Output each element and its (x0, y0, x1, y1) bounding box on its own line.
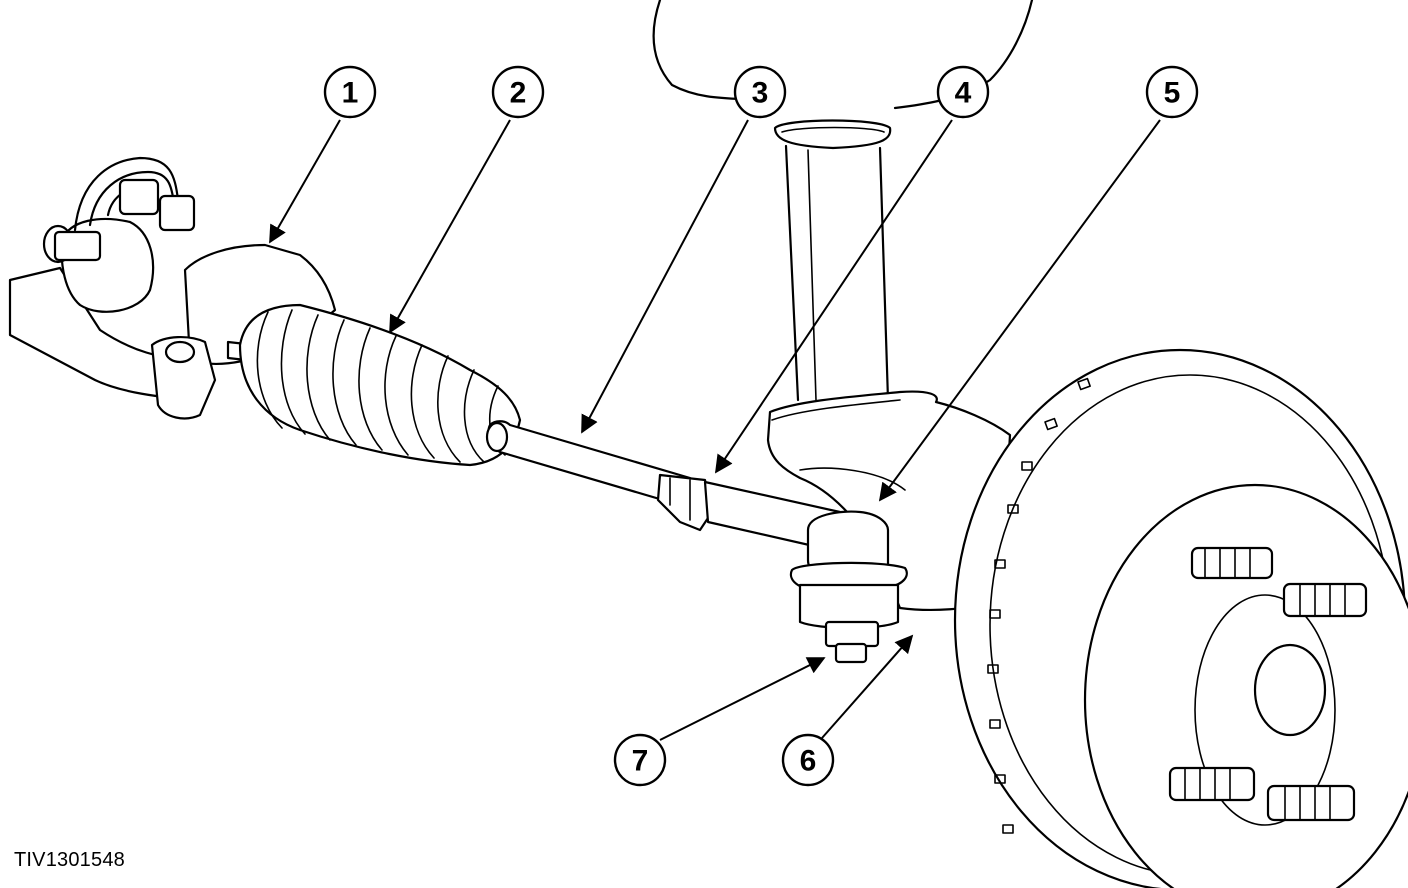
rotor-vent-holes (987, 377, 1091, 834)
figure-id: TIV1301548 (14, 849, 125, 871)
bellows-boot (238, 303, 522, 467)
callout-5-label: 5 (1164, 77, 1181, 110)
callout-4: 4 (936, 65, 990, 119)
outer-tie-rod-end (703, 480, 908, 664)
brake-rotor (953, 348, 1408, 888)
callout-3-label: 3 (752, 77, 769, 110)
callout-1: 1 (323, 65, 377, 119)
callout-5: 5 (1145, 65, 1199, 119)
callout-6-label: 6 (800, 745, 817, 778)
callout-2-label: 2 (510, 77, 527, 110)
callout-1-label: 1 (342, 77, 359, 110)
callout-7: 7 (613, 733, 667, 787)
callout-2: 2 (491, 65, 545, 119)
jam-nut (656, 473, 714, 532)
callout-6: 6 (781, 733, 835, 787)
callout-7-label: 7 (632, 745, 649, 778)
strut-assembly (652, 0, 1034, 402)
callout-3: 3 (733, 65, 787, 119)
callout-leaders (269, 119, 1161, 741)
wheel-studs (1168, 546, 1368, 822)
callout-4-label: 4 (955, 77, 972, 110)
valve-body-fittings (42, 156, 196, 313)
